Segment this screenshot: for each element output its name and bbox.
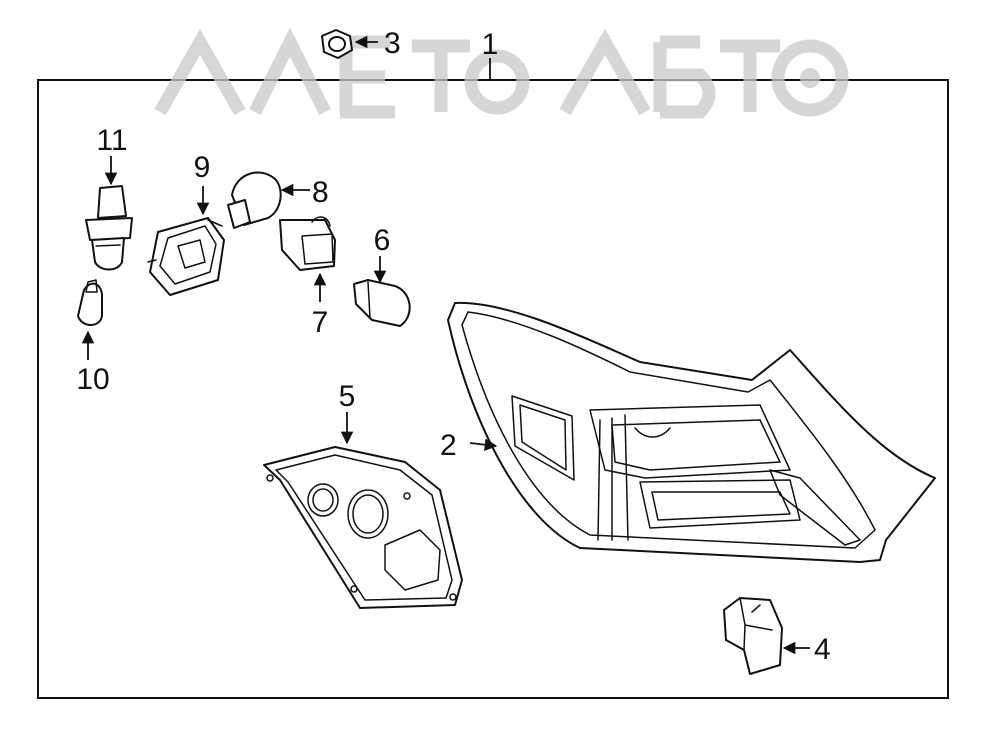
callout-3: 3 [384,27,401,60]
watermark-logo [154,27,849,119]
part-4-clip [723,597,783,675]
callout-11: 11 [96,124,127,157]
callout-10: 10 [76,363,109,396]
part-5-gasket [263,446,463,609]
part-7-socket [279,216,336,271]
callout-7: 7 [312,306,329,339]
part-11-socket [85,185,133,271]
callout-4: 4 [814,633,831,666]
callout-2: 2 [440,429,457,462]
leader-2 [469,438,498,451]
part-9-socket [147,217,225,296]
part-8-bulb [227,171,282,229]
part-6-bulb [353,279,411,327]
part-10-bulb [77,279,103,326]
part-3-nut [321,29,353,59]
callout-5: 5 [339,380,356,413]
callout-1: 1 [482,28,499,61]
assembly-frame [37,79,949,699]
part-2-tail-lamp [447,301,936,563]
callout-6: 6 [374,224,391,257]
callout-9: 9 [194,151,211,184]
callout-8: 8 [312,176,329,209]
